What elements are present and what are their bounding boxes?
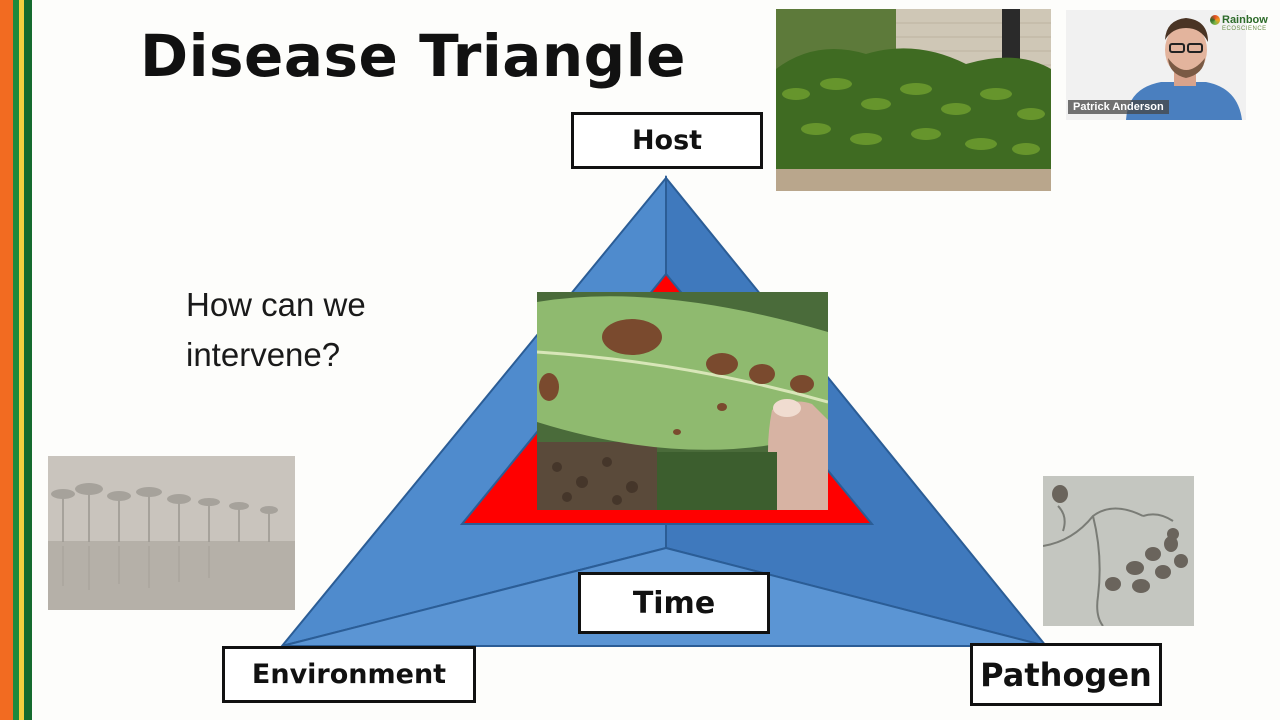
label-environment: Environment <box>222 646 476 703</box>
brand-sub: ECOSCIENCE <box>1222 26 1267 32</box>
brand-logo: Rainbow ECOSCIENCE <box>1210 14 1276 33</box>
stripe-yellow <box>19 0 24 720</box>
label-host: Host <box>571 112 763 169</box>
slide-title: Disease Triangle <box>140 22 686 90</box>
stripe-green-inner <box>24 0 32 720</box>
stripe-orange <box>0 0 13 720</box>
stripe-green-outer <box>13 0 19 720</box>
rainbow-logo-icon <box>1210 15 1220 25</box>
foggy-environment-photo <box>48 456 295 610</box>
pathogen-spores-photo <box>1043 476 1194 626</box>
host-hedge-photo <box>776 9 1051 191</box>
presenter-name-tag: Patrick Anderson <box>1068 100 1169 114</box>
presenter-avatar <box>1066 10 1246 120</box>
label-pathogen: Pathogen <box>970 643 1162 706</box>
label-time: Time <box>578 572 770 634</box>
brand-name: Rainbow <box>1222 14 1268 26</box>
intervention-question: How can we intervene? <box>186 286 366 373</box>
infected-leaf-photo <box>537 292 828 510</box>
